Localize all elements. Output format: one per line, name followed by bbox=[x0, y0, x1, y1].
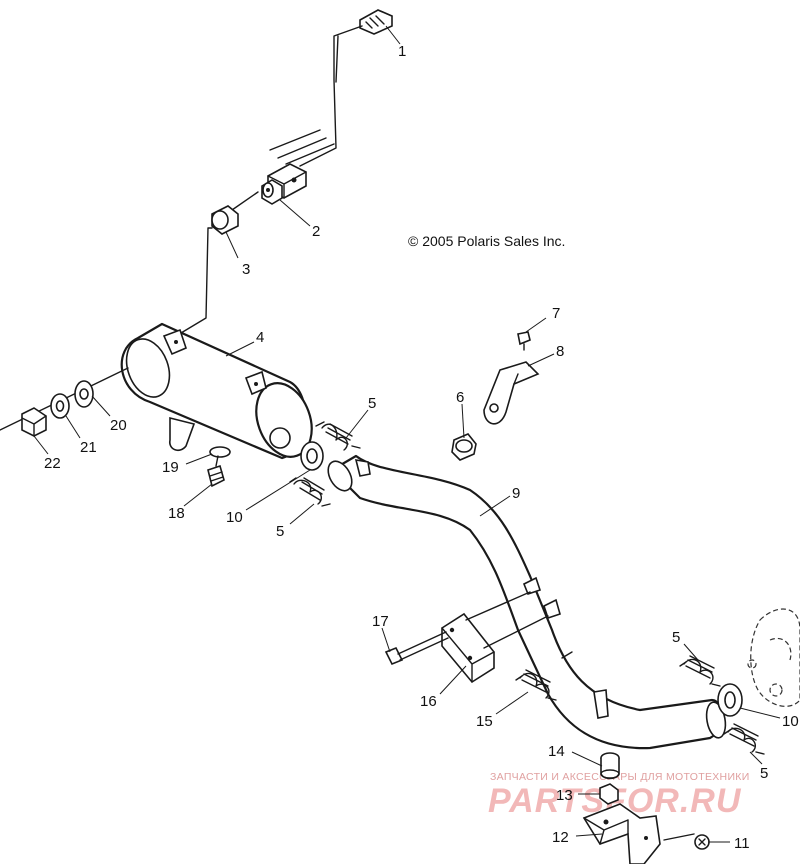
copyright-notice: © 2005 Polaris Sales Inc. bbox=[408, 233, 565, 249]
callout-13: 13 bbox=[556, 787, 573, 804]
part-22-nut bbox=[21, 407, 47, 437]
callout-20: 20 bbox=[110, 417, 127, 434]
part-5-spring-upper-left bbox=[315, 421, 361, 451]
callout-14: 14 bbox=[548, 743, 565, 760]
leader-lines bbox=[33, 25, 781, 843]
part-17-bolt bbox=[384, 631, 449, 666]
part-15-spring bbox=[515, 669, 557, 701]
callout-21: 21 bbox=[80, 439, 97, 456]
callout-2: 2 bbox=[312, 223, 320, 240]
callout-7: 7 bbox=[552, 305, 560, 322]
callout-19: 19 bbox=[162, 459, 179, 476]
callout-18: 18 bbox=[168, 505, 185, 522]
callout-22: 22 bbox=[44, 455, 61, 472]
part-11-bolt bbox=[663, 833, 710, 850]
engine-flange-outline bbox=[747, 608, 800, 707]
part-9-head-pipe bbox=[327, 454, 727, 750]
part-16-bracket bbox=[441, 612, 495, 684]
part-8-bracket bbox=[483, 361, 540, 425]
part-5-spring-upper-right bbox=[679, 655, 721, 687]
part-10-gasket-left bbox=[300, 441, 324, 471]
callout-15: 15 bbox=[476, 713, 493, 730]
part-13-nut bbox=[599, 783, 619, 805]
part-10-gasket-right bbox=[717, 683, 743, 717]
part-7-screw bbox=[517, 331, 531, 351]
callout-1: 1 bbox=[398, 43, 406, 60]
callout-8: 8 bbox=[556, 343, 564, 360]
callout-4: 4 bbox=[256, 329, 264, 346]
part-19-washer bbox=[209, 446, 231, 458]
callout-17: 17 bbox=[372, 613, 389, 630]
callout-5-c: 5 bbox=[672, 629, 680, 646]
part-2-grommet bbox=[261, 179, 283, 205]
part-3-spacer bbox=[211, 205, 239, 235]
part-4-muffler bbox=[120, 322, 313, 460]
callout-10-b: 10 bbox=[782, 713, 799, 730]
part-1-bolt bbox=[359, 9, 393, 35]
callout-3: 3 bbox=[242, 261, 250, 278]
assembly-line-1 bbox=[299, 25, 363, 167]
callout-numbers: 1 2 3 4 5 5 5 5 6 7 8 9 10 10 11 12 13 1… bbox=[44, 43, 799, 852]
callout-5-b: 5 bbox=[276, 523, 284, 540]
part-5-spring-lower-left bbox=[289, 477, 331, 507]
part-14-rubber-mount bbox=[600, 752, 620, 780]
callout-9: 9 bbox=[512, 485, 520, 502]
callout-16: 16 bbox=[420, 693, 437, 710]
callout-12: 12 bbox=[552, 829, 569, 846]
part-20-washer bbox=[74, 380, 94, 408]
part-12-mount-bracket bbox=[582, 803, 661, 864]
part-6-grommet bbox=[451, 433, 477, 461]
callout-11: 11 bbox=[734, 835, 750, 852]
watermark-tagline: ЗАПЧАСТИ И АКСЕССУАРЫ ДЛЯ МОТОТЕХНИКИ bbox=[490, 771, 750, 783]
callout-10-a: 10 bbox=[226, 509, 243, 526]
callout-6: 6 bbox=[456, 389, 464, 406]
callout-5-d: 5 bbox=[760, 765, 768, 782]
part-5-spring-lower-right bbox=[723, 723, 765, 755]
part-21-washer bbox=[50, 393, 70, 419]
part-18-drain-bolt bbox=[207, 464, 225, 488]
callout-5-a: 5 bbox=[368, 395, 376, 412]
